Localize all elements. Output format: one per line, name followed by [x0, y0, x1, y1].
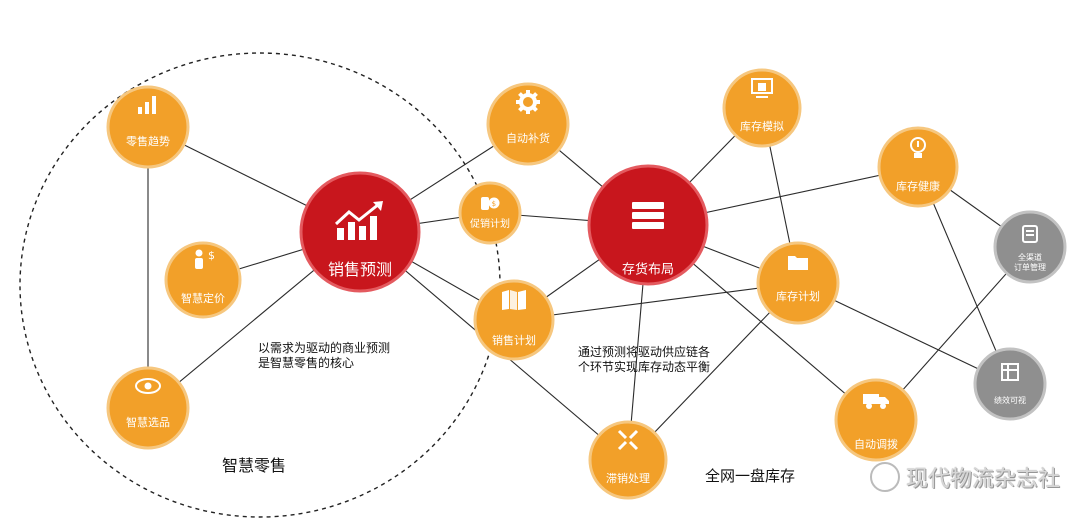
- left-note-line2: 是智慧零售的核心: [258, 356, 355, 370]
- label-sales-plan: 销售计划: [492, 334, 536, 347]
- label-sales-forecast: 销售预测: [327, 260, 393, 279]
- label-inventory-health: 库存健康: [896, 180, 940, 193]
- label-auto-replenish: 自动补货: [506, 132, 550, 145]
- bar-chart-icon: [138, 96, 156, 114]
- node-inventory-plan: [756, 241, 840, 325]
- node-retail-trend: [106, 85, 190, 169]
- label-retail-trend: 零售趋势: [126, 135, 170, 148]
- svg-text:$: $: [208, 249, 215, 262]
- left-note: 以需求为驱动的商业预测 是智慧零售的核心: [258, 341, 390, 371]
- wechat-logo-icon: [869, 462, 900, 492]
- node-promo-plan: [458, 181, 522, 245]
- label-promo-plan: 促销计划: [470, 219, 510, 230]
- folder-icon: [788, 256, 808, 270]
- label-inventory-sim: 库存模拟: [740, 120, 784, 133]
- person-dollar-icon: $: [195, 249, 215, 269]
- node-auto-replenish: [486, 82, 570, 166]
- arrows-inward-icon: [617, 429, 639, 451]
- node-inventory-sim: [722, 68, 802, 148]
- node-inventory-health: [877, 126, 959, 208]
- network-inventory-title: 全网一盘库存: [705, 467, 796, 485]
- label-kpi-visual: 绩效可视: [994, 396, 1026, 405]
- node-omni-order: [993, 210, 1067, 284]
- watermark: 现代物流杂志社: [869, 461, 1060, 493]
- right-note: 通过预测将驱动供应链各 个环节实现库存动态平衡: [578, 345, 710, 375]
- node-kpi-visual: [973, 347, 1047, 421]
- label-smart-pricing: 智慧定价: [181, 292, 225, 305]
- gear-icon: [516, 90, 540, 114]
- label-slow-moving: 滞销处理: [606, 472, 650, 485]
- node-sales-plan: [473, 279, 555, 361]
- watermark-text: 现代物流杂志社: [905, 467, 1060, 492]
- grid-report-icon: [1001, 363, 1019, 381]
- label-omni-order-line2: 订单管理: [1014, 263, 1046, 272]
- right-note-line1: 通过预测将驱动供应链各: [578, 345, 711, 359]
- map-icon: [502, 290, 526, 310]
- label-inventory-layout: 存货布局: [621, 262, 675, 278]
- trend-up-chart-icon: [334, 201, 383, 240]
- node-slow-moving: [588, 420, 668, 500]
- coin-bag-icon: $: [481, 197, 500, 210]
- stacked-layers-icon: [632, 202, 664, 229]
- node-auto-transfer: [834, 378, 918, 462]
- node-smart-selection: [106, 366, 190, 450]
- right-note-line2: 个环节实现库存动态平衡: [578, 360, 711, 374]
- label-auto-transfer: 自动调拨: [854, 438, 898, 451]
- monitor-box-icon: [751, 78, 773, 98]
- label-inventory-plan: 库存计划: [776, 290, 820, 303]
- truck-icon: [863, 394, 889, 409]
- eye-icon: [135, 378, 161, 394]
- label-smart-selection: 智慧选品: [126, 416, 170, 429]
- node-smart-pricing: [164, 241, 242, 319]
- order-clipboard-icon: [1022, 225, 1038, 243]
- left-note-line1: 以需求为驱动的商业预测: [258, 341, 391, 355]
- smart-retail-group-outline: [19, 52, 501, 518]
- lightbulb-icon: [910, 137, 926, 158]
- label-omni-order-line1: 全渠道: [1018, 253, 1042, 262]
- svg-text:$: $: [492, 200, 496, 208]
- smart-retail-title: 智慧零售: [222, 456, 287, 475]
